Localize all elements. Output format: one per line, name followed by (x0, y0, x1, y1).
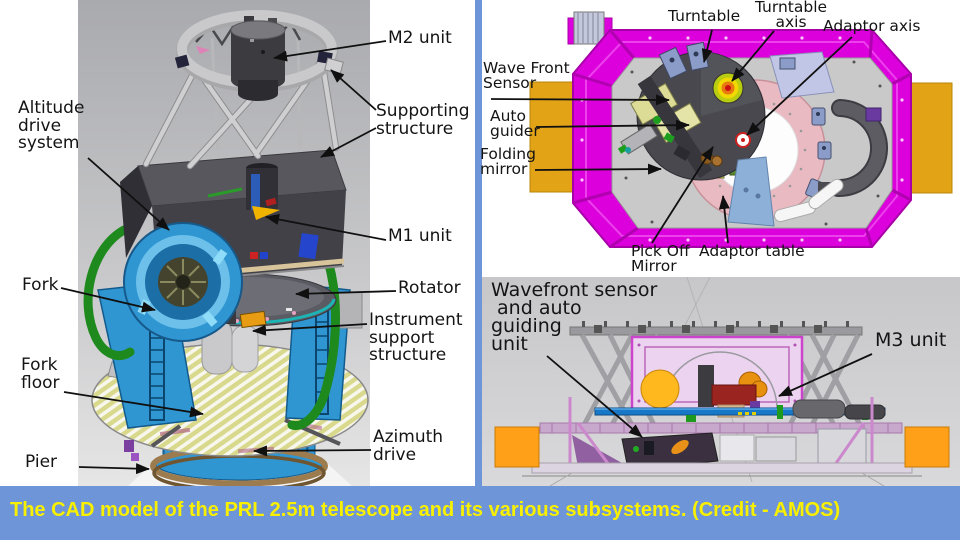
label-fork-floor: Fork floor (21, 355, 60, 393)
m2-unit-shape (230, 16, 286, 101)
label-instrument-support-structure: Instrument support structure (369, 310, 463, 365)
yellow-tank-shape (640, 369, 680, 409)
blue-wedge-shape (727, 156, 775, 227)
purple-box-shape (865, 107, 882, 122)
label-auto-guider: Auto guider (490, 107, 540, 140)
lower-deck-shape (522, 397, 922, 486)
label-altitude-drive-system: Altitude drive system (18, 98, 85, 153)
label-m1-unit: M1 unit (388, 226, 452, 246)
white-slat-2 (808, 178, 844, 210)
lavender-plate-shape (769, 51, 835, 99)
label-fork: Fork (22, 275, 59, 295)
label-folding-mirror: Folding mirror (480, 145, 536, 178)
orange-foot-left (494, 426, 540, 468)
telescope-side-view-panel (482, 277, 960, 486)
top-rail-shape (569, 321, 863, 336)
label-m2-unit: M2 unit (388, 28, 452, 48)
label-pick-off-mirror: Pick Off Mirror (631, 242, 690, 275)
caption-text: The CAD model of the PRL 2.5m telescope … (10, 499, 841, 521)
orange-block-right (907, 82, 953, 194)
pick-off-mirror-shape (700, 151, 714, 165)
label-pier: Pier (25, 452, 58, 472)
orange-foot-right (904, 426, 950, 468)
adaptor-top-view-panel (482, 0, 960, 277)
label-turntable: Turntable (668, 7, 741, 25)
caption-bar: The CAD model of the PRL 2.5m telescope … (0, 486, 960, 540)
label-supporting-structure: Supporting structure (376, 101, 470, 139)
adaptor-axis-shape (735, 132, 751, 148)
altitude-drive-shape (123, 222, 243, 342)
label-azimuth-drive: Azimuth drive (373, 427, 444, 465)
blue-rail-shape (594, 399, 886, 422)
adaptor-top-view-drawing (529, 11, 953, 249)
label-adaptor-axis: Adaptor axis (823, 17, 921, 35)
label-adaptor-table: Adaptor table (699, 242, 805, 260)
label-wavefront-sensor-auto-guiding-unit: Wavefront sensor and auto guiding unit (491, 279, 658, 355)
label-m3-unit: M3 unit (875, 329, 947, 351)
label-wave-front-sensor: Wave Front Sensor (483, 59, 570, 92)
label-turntable-axis: Turntable axis (754, 0, 828, 31)
label-rotator: Rotator (398, 278, 461, 298)
